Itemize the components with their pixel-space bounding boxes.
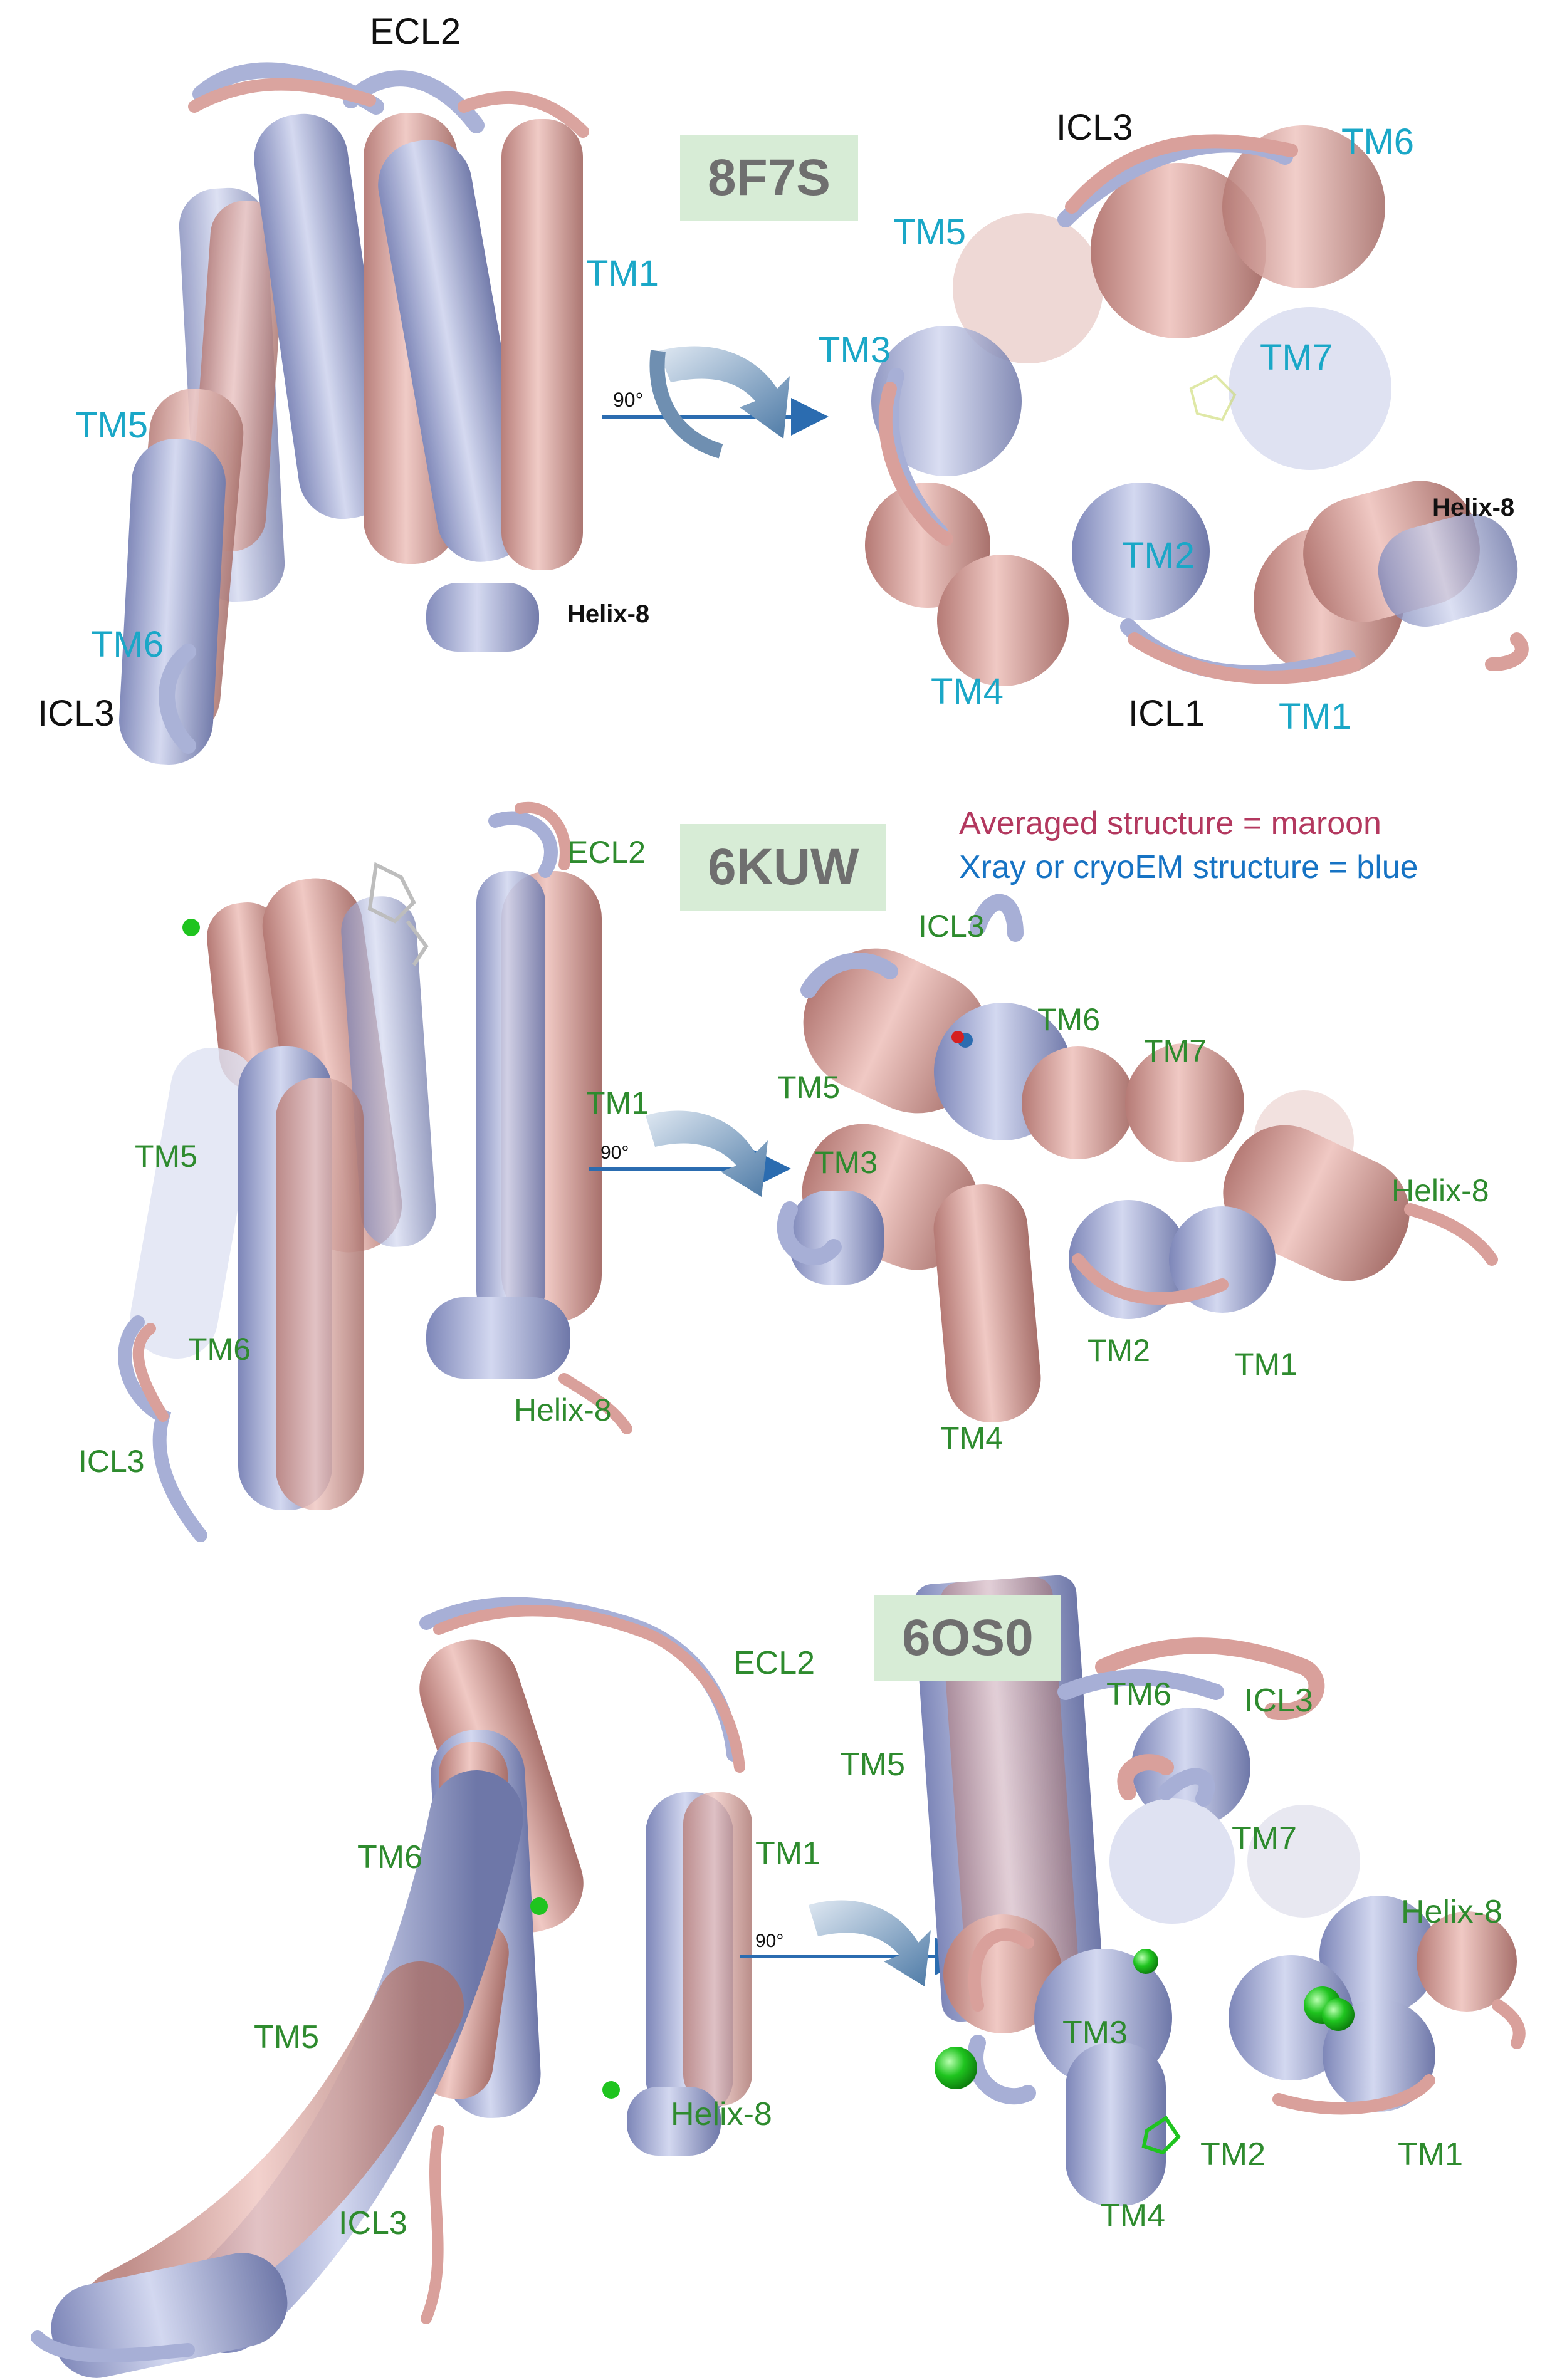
- top-tm1-label: TM1: [1235, 1347, 1297, 1382]
- top-tm2-label: TM2: [1087, 1333, 1150, 1368]
- top-tm3-label: TM3: [815, 1145, 878, 1180]
- side-view-6os0: [31, 1597, 752, 2378]
- side-tm6-label: TM6: [91, 624, 164, 665]
- side-tm1-label: TM1: [755, 1835, 820, 1872]
- top-view-8f7s: [865, 125, 1529, 686]
- rotation-arrow-8f7s: [602, 346, 829, 459]
- pdb-id-label: 6KUW: [680, 824, 887, 911]
- panel-6kuw: 6KUW Averaged structure = maroon Xray or…: [0, 783, 1567, 1567]
- top-helix8-label: Helix-8: [1401, 1894, 1502, 1930]
- top-tm2-label: TM2: [1200, 2136, 1266, 2173]
- side-tm5-label: TM5: [254, 2019, 319, 2055]
- top-tm5-label: TM5: [893, 212, 966, 253]
- top-helix8-label: Helix-8: [1432, 494, 1515, 521]
- top-tm7-label: TM7: [1232, 1820, 1297, 1857]
- side-tm5-label: TM5: [135, 1139, 197, 1174]
- legend-experimental: Xray or cryoEM structure = blue: [959, 849, 1418, 885]
- side-icl3-label: ICL3: [338, 2205, 407, 2242]
- top-tm5-label: TM5: [840, 1746, 905, 1783]
- panel-8f7s-structures: [119, 62, 1529, 765]
- side-tm6-label: TM6: [188, 1332, 251, 1367]
- side-tm6-label: TM6: [357, 1839, 422, 1876]
- rotation-angle-label: 90°: [755, 1931, 784, 1951]
- panel-6kuw-structures: [118, 801, 1498, 1542]
- top-tm2-label: TM2: [1122, 535, 1195, 576]
- side-helix8-label: Helix-8: [567, 600, 650, 628]
- top-tm7-label: TM7: [1260, 337, 1333, 378]
- top-view-6kuw: [777, 894, 1498, 1422]
- legend-averaged: Averaged structure = maroon: [959, 805, 1381, 842]
- top-icl3-label: ICL3: [1244, 1683, 1313, 1719]
- top-tm3-label: TM3: [1062, 2015, 1128, 2051]
- side-icl3-label: ICL3: [38, 693, 115, 734]
- side-view-8f7s: [119, 62, 589, 765]
- rotation-arrow-6os0: [740, 1900, 973, 1986]
- rotation-angle-label: 90°: [600, 1142, 629, 1163]
- top-icl1-label: ICL1: [1128, 693, 1205, 734]
- side-helix8-label: Helix-8: [514, 1392, 612, 1427]
- side-tm5-label: TM5: [75, 405, 148, 446]
- side-icl3-label: ICL3: [78, 1444, 145, 1479]
- top-tm4-label: TM4: [931, 671, 1004, 712]
- pdb-id-label: 8F7S: [680, 135, 858, 221]
- side-tm1-label: TM1: [586, 1085, 649, 1120]
- side-view-6kuw: [118, 801, 632, 1542]
- top-icl3-label: ICL3: [918, 909, 985, 944]
- side-ecl2-label: ECL2: [733, 1645, 815, 1681]
- top-icl3-label: ICL3: [1056, 107, 1133, 148]
- panel-6os0: 6OS0 ECL2 TM6 TM1 TM5 Helix-8 ICL3 90° T…: [0, 1567, 1567, 2380]
- top-tm4-label: TM4: [940, 1421, 1003, 1456]
- side-tm1-label: TM1: [586, 253, 659, 294]
- top-tm3-label: TM3: [818, 330, 891, 370]
- top-tm1-label: TM1: [1398, 2136, 1463, 2173]
- side-helix8-label: Helix-8: [671, 2096, 772, 2132]
- rotation-angle-label: 90°: [613, 389, 644, 411]
- top-tm7-label: TM7: [1144, 1033, 1207, 1068]
- top-tm6-label: TM6: [1341, 122, 1414, 162]
- top-helix8-label: Helix-8: [1391, 1173, 1489, 1208]
- panel-8f7s: 8F7S ECL2 TM1 TM5 TM6 ICL3 Helix-8 90° I…: [0, 0, 1567, 783]
- rotation-arrow-6kuw: [589, 1110, 791, 1197]
- side-ecl2-label: ECL2: [370, 11, 461, 52]
- top-tm6-label: TM6: [1037, 1002, 1100, 1037]
- top-tm4-label: TM4: [1100, 2198, 1165, 2234]
- top-tm1-label: TM1: [1279, 696, 1351, 737]
- top-tm5-label: TM5: [777, 1070, 840, 1105]
- side-ecl2-label: ECL2: [567, 835, 646, 870]
- panel-6os0-structures: [31, 1575, 1526, 2378]
- pdb-id-label: 6OS0: [874, 1595, 1061, 1681]
- top-tm6-label: TM6: [1106, 1676, 1171, 1713]
